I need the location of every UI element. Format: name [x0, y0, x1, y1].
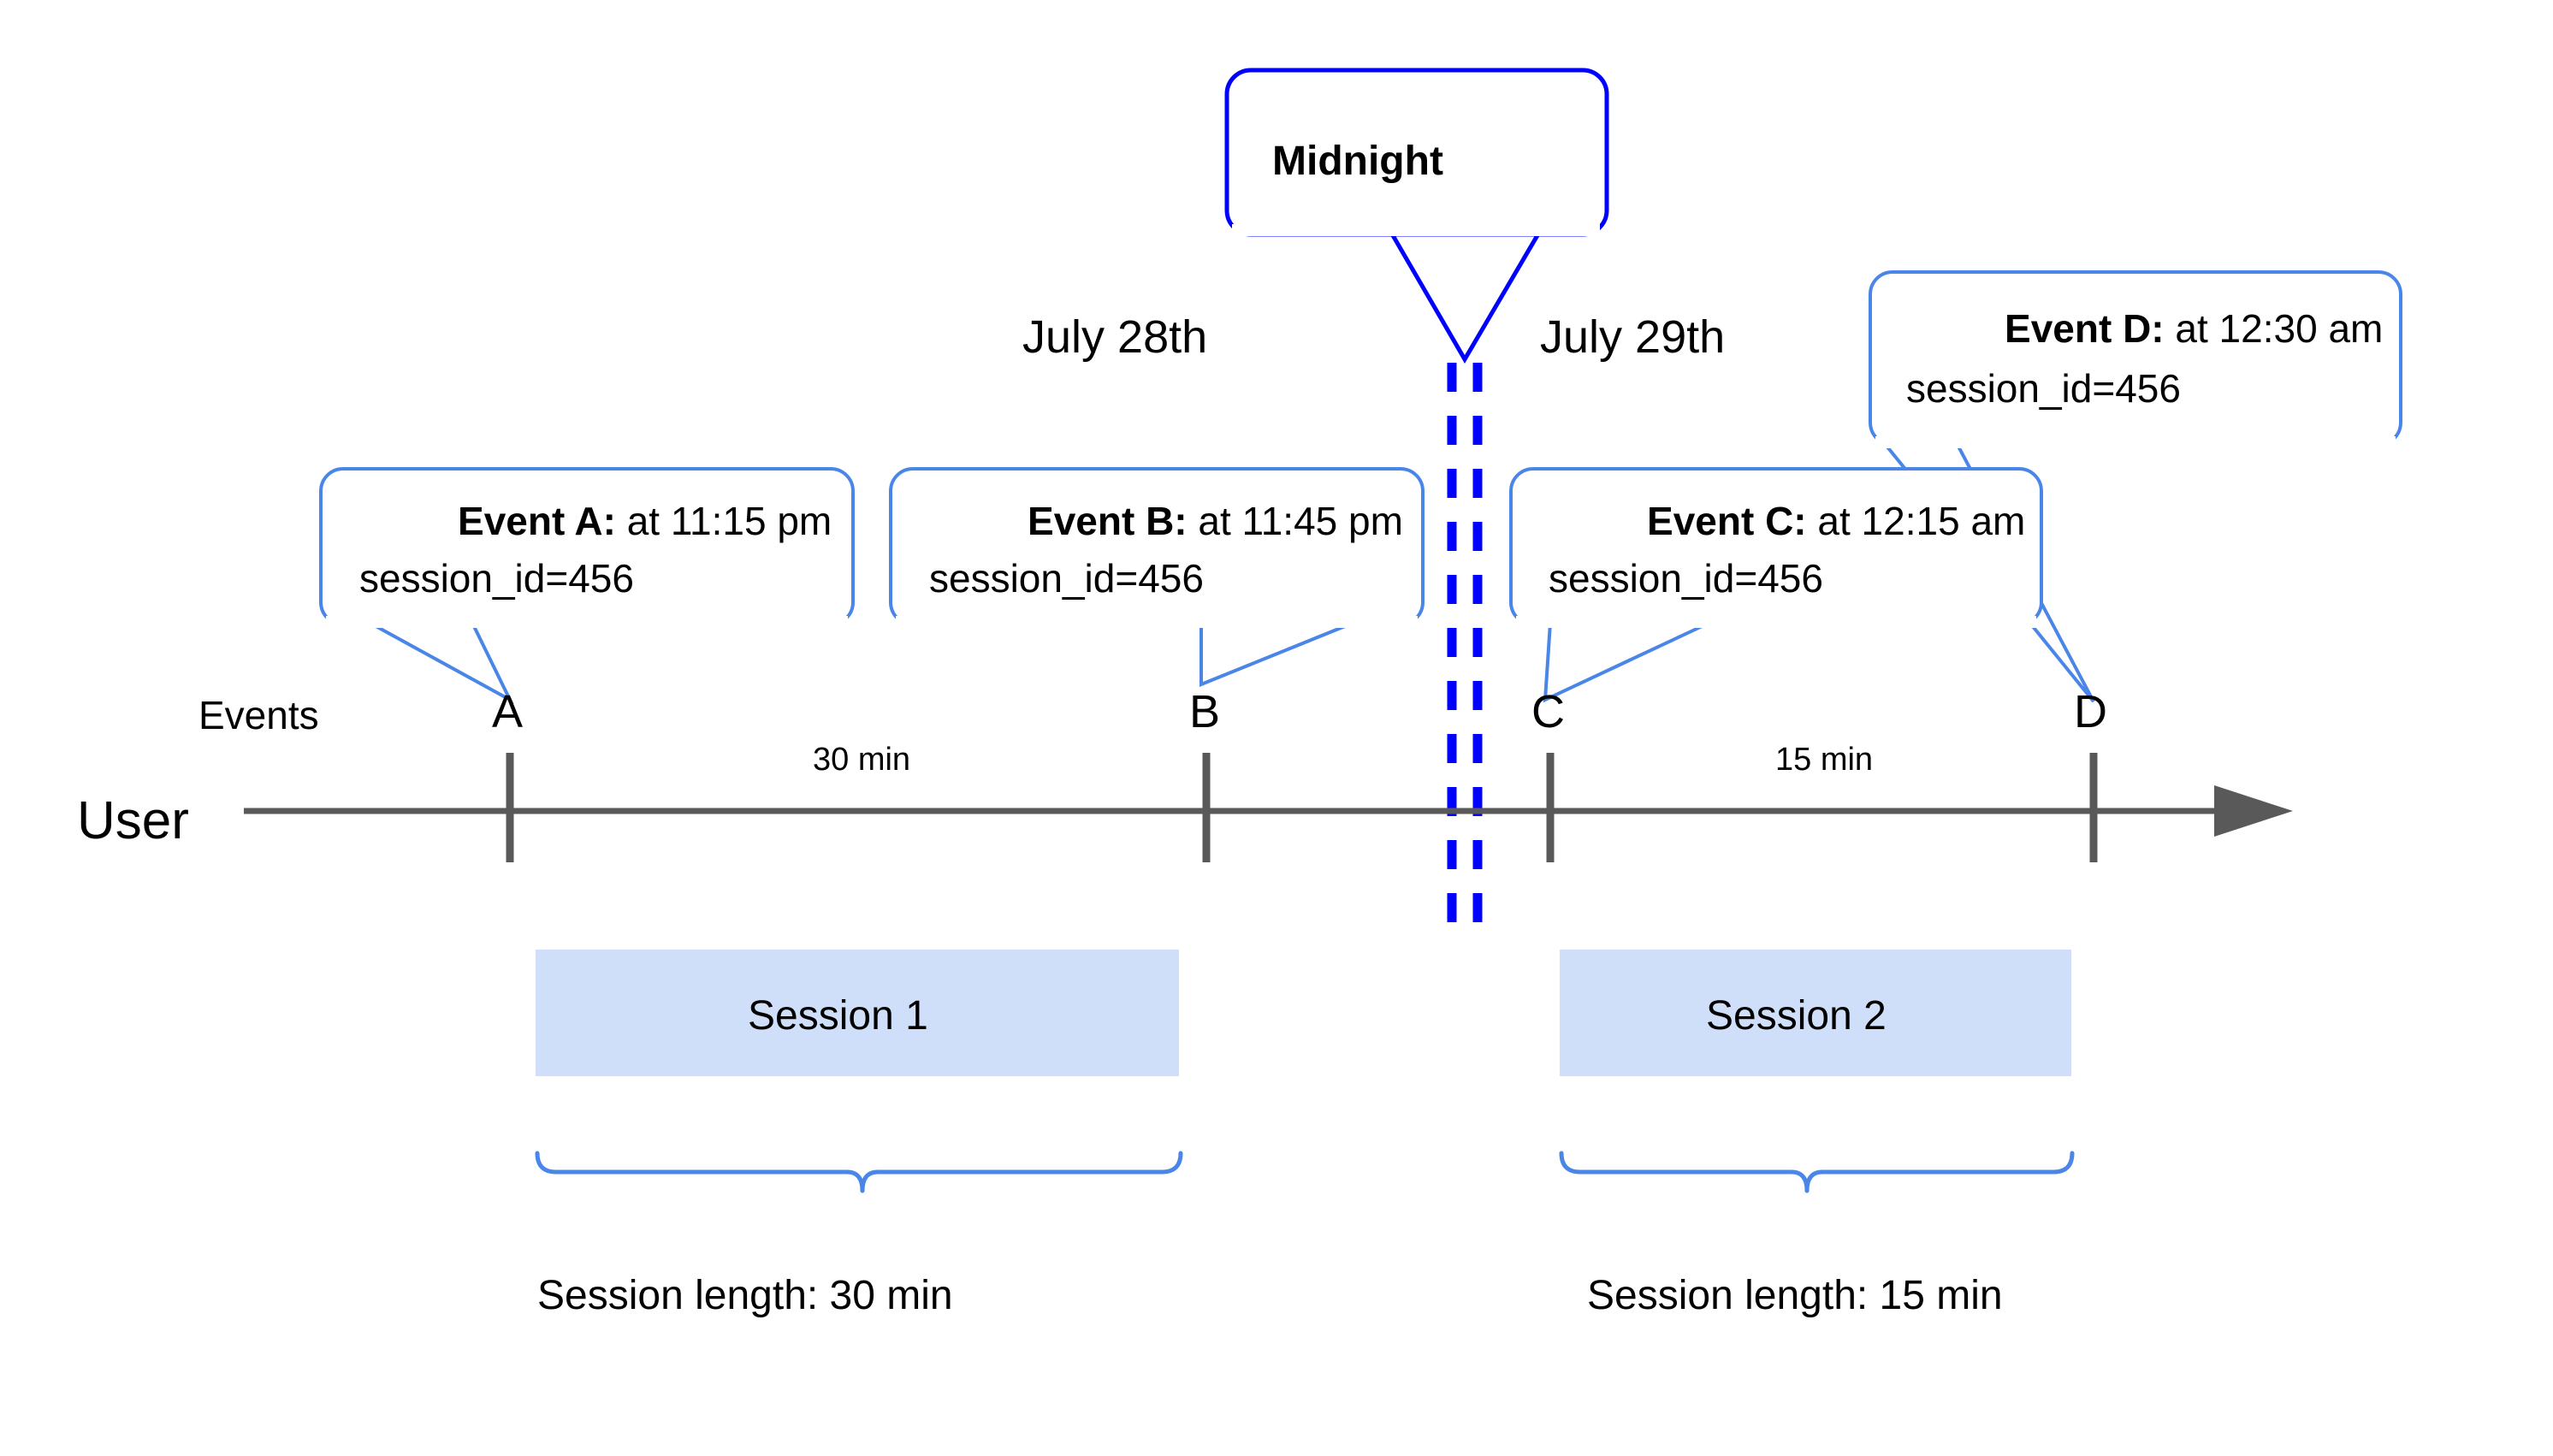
callout-a-time: at 11:15 pm [616, 499, 832, 543]
date-label-july-29: July 29th [1540, 311, 1725, 363]
callout-b-title: Event B: [1028, 499, 1188, 543]
callout-c-tail [1543, 621, 1710, 703]
session-1-brace [535, 1151, 1183, 1193]
callout-c-box [1509, 467, 2043, 626]
callout-b-time: at 11:45 pm [1188, 499, 1403, 543]
callout-d-title: Event D: [2005, 306, 2165, 351]
callout-a-tail-mask [326, 616, 848, 628]
session-1-length-label: Session length: 30 min [537, 1273, 953, 1318]
callout-b-line1: Event B: at 11:45 pm [929, 499, 1479, 543]
session-2-brace [1559, 1151, 2075, 1193]
marker-label-d: D [2074, 686, 2107, 737]
callout-d-time: at 12:30 am [2165, 306, 2384, 351]
callout-event-c: Event C: at 12:15 am session_id=456 [1509, 467, 2102, 703]
session-1-label: Session 1 [748, 993, 928, 1039]
callout-a-line1: Event A: at 11:15 pm [359, 499, 909, 543]
session-1-box [536, 950, 1179, 1076]
callout-b-tail-mask [896, 616, 1418, 628]
callout-d-tail-mask [1875, 436, 2396, 448]
gap-label-15min: 15 min [1775, 742, 1873, 778]
callout-a-tail [369, 621, 514, 704]
marker-label-b: B [1189, 686, 1220, 737]
midnight-dashed-lines [1447, 363, 1483, 934]
callout-b-tail [1199, 621, 1354, 687]
callout-c-line2: session_id=456 [1549, 556, 1823, 601]
callout-event-a: Event A: at 11:15 pm session_id=456 [319, 467, 909, 704]
callout-c-line1: Event C: at 12:15 am [1549, 499, 2102, 543]
session-2-group: Session 2 Session length: 15 min [1559, 950, 2075, 1318]
session-1-group: Session 1 Session length: 30 min [535, 950, 1183, 1318]
date-label-july-28: July 28th [1022, 311, 1207, 363]
events-lane-label: Events [198, 693, 319, 737]
callout-event-b: Event B: at 11:45 pm session_id=456 [889, 467, 1479, 687]
session-2-box [1560, 950, 2071, 1076]
gap-label-30min: 30 min [813, 742, 910, 778]
midnight-label: Midnight [1272, 139, 1443, 184]
callout-b-box [889, 467, 1425, 626]
session-2-label: Session 2 [1706, 993, 1887, 1039]
user-lane-label: User [77, 791, 189, 850]
callout-a-title: Event A: [458, 499, 616, 543]
midnight-callout: Midnight [1224, 68, 1609, 364]
midnight-tail-mask [1232, 224, 1600, 236]
callout-event-d: Event D: at 12:30 am session_id=456 [1869, 270, 2460, 703]
callout-d-box [1869, 270, 2402, 447]
callout-c-title: Event C: [1647, 499, 1807, 543]
callout-a-line2: session_id=456 [359, 556, 634, 601]
marker-label-c: C [1531, 686, 1565, 737]
callout-d-line2: session_id=456 [1906, 366, 2181, 411]
callout-a-box [319, 467, 855, 626]
callout-c-time: at 12:15 am [1807, 499, 2026, 543]
midnight-callout-tail [1386, 228, 1544, 364]
callout-b-line2: session_id=456 [929, 556, 1204, 601]
callout-c-tail-mask [1516, 616, 2036, 628]
session-2-length-label: Session length: 15 min [1587, 1273, 2003, 1318]
callout-d-line1: Event D: at 12:30 am [1906, 306, 2460, 351]
marker-label-a: A [492, 686, 523, 737]
axis-arrowhead-icon [2214, 785, 2293, 837]
timeline-axis [244, 753, 2293, 862]
